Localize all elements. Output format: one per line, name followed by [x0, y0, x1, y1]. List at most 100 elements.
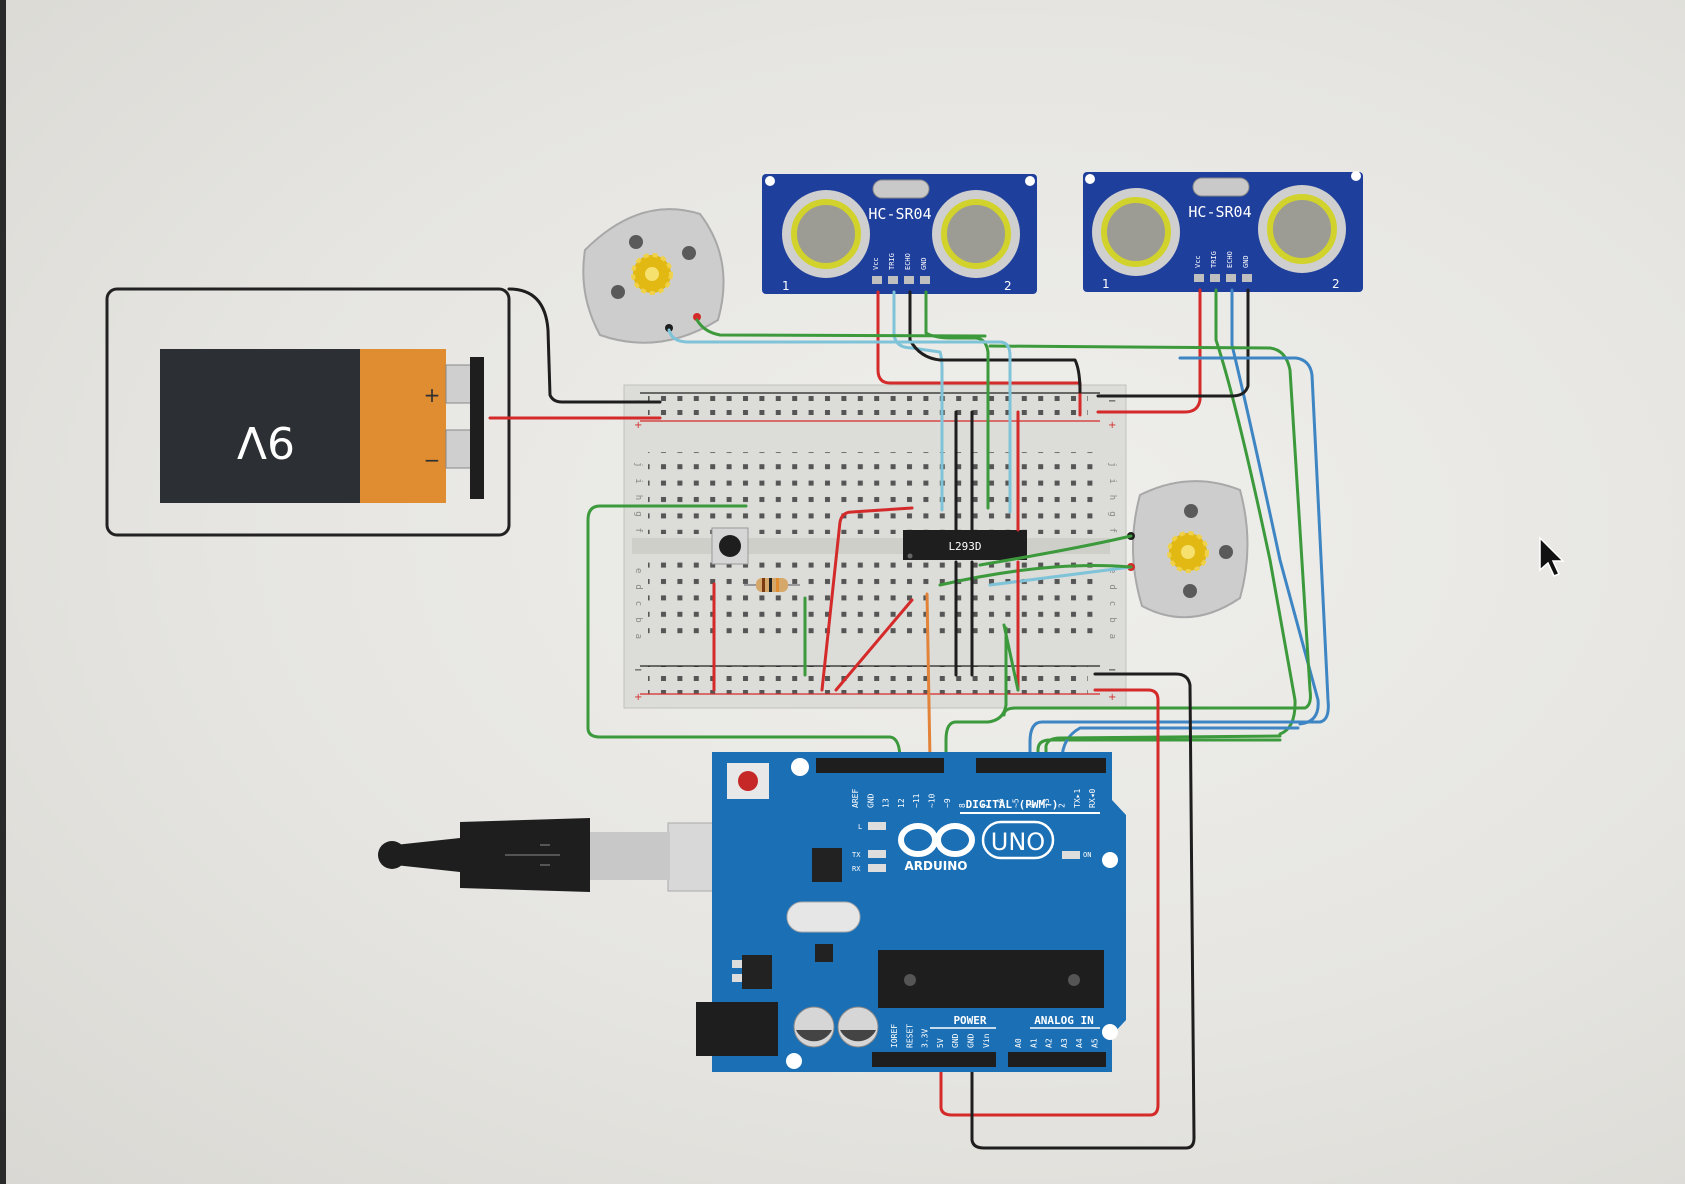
- sensor-1-pin-vcc: Vcc: [872, 257, 880, 270]
- row-letter-e-0: e: [633, 568, 643, 573]
- digital-pin-label-10: ~5: [1012, 798, 1021, 808]
- rail-plus-bottom-left: +: [634, 692, 642, 703]
- usb-icon: [505, 844, 560, 866]
- digital-pin-label-6: ~9: [943, 798, 952, 808]
- reset-button[interactable]: [727, 763, 769, 799]
- digital-header-right[interactable]: [976, 758, 1106, 773]
- power-header[interactable]: [872, 1052, 996, 1067]
- power-pin-label-0: IOREF: [890, 1024, 899, 1048]
- wire-digital-4[interactable]: [1028, 356, 1330, 762]
- battery-label: 9V: [237, 416, 295, 467]
- wire-sensor1-trig[interactable]: [892, 290, 944, 512]
- push-button[interactable]: [711, 527, 749, 565]
- sensor-2-corner-left: 1: [1102, 277, 1110, 291]
- analog-header[interactable]: [1008, 1052, 1106, 1067]
- ultrasonic-sensor-1[interactable]: HC-SR04 Vcc TRIG ECHO GND 1 2: [762, 174, 1037, 294]
- l293d-chip[interactable]: L293D: [903, 530, 1027, 560]
- row-letter-a-1: a: [1107, 634, 1117, 639]
- rail-plus-top-right: +: [1108, 420, 1116, 431]
- row-letter-h-0: h: [633, 495, 643, 500]
- row-letter-b-1: b: [1107, 617, 1117, 622]
- digital-pin-label-14: TX▸1: [1073, 789, 1082, 808]
- power-pin-label-5: GND: [967, 1033, 976, 1048]
- wire-sensor1-vcc[interactable]: [876, 290, 1082, 417]
- sensor-1-pin-trig: TRIG: [888, 253, 896, 270]
- digital-pin-label-3: 12: [897, 798, 906, 808]
- analog-pin-label-4: A4: [1075, 1038, 1084, 1048]
- arduino-model: UNO: [991, 828, 1045, 856]
- arduino-logo-icon: [898, 823, 975, 857]
- sensor-2-name: HC-SR04: [1188, 203, 1251, 221]
- crystal: [786, 901, 861, 933]
- analog-pin-label-3: A3: [1060, 1038, 1069, 1048]
- wire-motor-right-a[interactable]: [978, 534, 1133, 567]
- row-letter-j-0: j: [633, 462, 643, 467]
- ultrasonic-sensor-2[interactable]: HC-SR04 Vcc TRIG ECHO GND 1 2: [1083, 171, 1363, 292]
- led-tx-label: TX: [852, 851, 861, 859]
- power-pin-label-4: GND: [951, 1033, 960, 1048]
- dc-motor-left[interactable]: [582, 208, 725, 344]
- wire-sensor2-gnd[interactable]: [1096, 288, 1250, 398]
- analog-pin-label-1: A1: [1029, 1038, 1038, 1048]
- sensor-1-name: HC-SR04: [868, 205, 931, 223]
- row-letter-b-0: b: [633, 617, 643, 622]
- wire-chip-enable[interactable]: [820, 506, 914, 692]
- analog-pin-label-5: A5: [1091, 1038, 1100, 1048]
- wire-chip-power[interactable]: [834, 598, 914, 692]
- sensor-2-corner-right: 2: [1332, 277, 1340, 291]
- wire-motor-left-a[interactable]: [667, 328, 1012, 514]
- row-letter-c-1: c: [1107, 601, 1117, 606]
- terminal-strip-top[interactable]: [648, 452, 1094, 534]
- wire-sensor1-echo[interactable]: [908, 290, 1082, 394]
- digital-pin-label-15: RX◂0: [1088, 789, 1097, 808]
- battery-cap: [360, 349, 446, 503]
- wire-button-pin12[interactable]: [586, 504, 902, 762]
- wire-motor-right-b[interactable]: [988, 565, 1133, 587]
- analog-pin-label-2: A2: [1045, 1038, 1054, 1048]
- digital-pin-label-5: ~10: [928, 793, 937, 808]
- rail-plus-bottom-right: +: [1108, 692, 1116, 703]
- battery-minus-label: −: [424, 448, 441, 472]
- wire-pin9[interactable]: [944, 626, 1008, 762]
- sensor-1-corner-left: 1: [782, 279, 790, 293]
- wire-motor-left-b[interactable]: [695, 318, 987, 338]
- wire-battery-negative[interactable]: [507, 287, 662, 404]
- digital-pin-label-1: GND: [866, 793, 875, 808]
- digital-header-left[interactable]: [816, 758, 944, 773]
- led-rx-label: RX: [852, 865, 861, 873]
- battery-lead-loop: [105, 287, 511, 537]
- sensor-2-pin-echo: ECHO: [1226, 251, 1234, 268]
- row-letter-d-1: d: [1107, 584, 1117, 589]
- row-letter-a-0: a: [633, 634, 643, 639]
- row-letter-h-1: h: [1107, 495, 1117, 500]
- digital-pin-label-7: 8: [958, 803, 967, 808]
- gear-icon: [1167, 531, 1209, 573]
- wire-digital-3[interactable]: [1044, 734, 1282, 762]
- wire-sensor2-echo[interactable]: [1230, 288, 1320, 726]
- wire-sensor1-trig-loop[interactable]: [988, 344, 1312, 717]
- analog-label: ANALOG IN: [1034, 1014, 1094, 1027]
- mouse-cursor-icon: [1539, 536, 1565, 577]
- dc-motor-right[interactable]: [1127, 480, 1249, 619]
- battery-body: [160, 349, 362, 503]
- wire-5v-rail[interactable]: [939, 688, 1160, 1117]
- row-letter-f-0: f: [633, 528, 643, 533]
- wire-pin10[interactable]: [925, 592, 932, 762]
- digital-pin-label-11: 4: [1027, 803, 1036, 808]
- analog-pin-label-0: A0: [1014, 1038, 1023, 1048]
- power-rail-top[interactable]: [648, 392, 1088, 420]
- rail-minus-bottom-right: −: [1108, 665, 1116, 676]
- wire-motor-right-c[interactable]: [938, 563, 1133, 587]
- wire-sensor2-vcc[interactable]: [1096, 288, 1202, 414]
- battery-9v[interactable]: 9V + −: [105, 287, 511, 537]
- digital-label: DIGITAL (PWM~): [966, 798, 1059, 811]
- wire-gnd-rail[interactable]: [970, 672, 1196, 1150]
- row-letter-i-1: i: [1107, 478, 1117, 483]
- resistor[interactable]: [744, 578, 800, 592]
- power-label: POWER: [953, 1014, 986, 1027]
- digital-pin-label-4: ~11: [912, 793, 921, 808]
- row-letter-j-1: j: [1107, 462, 1117, 467]
